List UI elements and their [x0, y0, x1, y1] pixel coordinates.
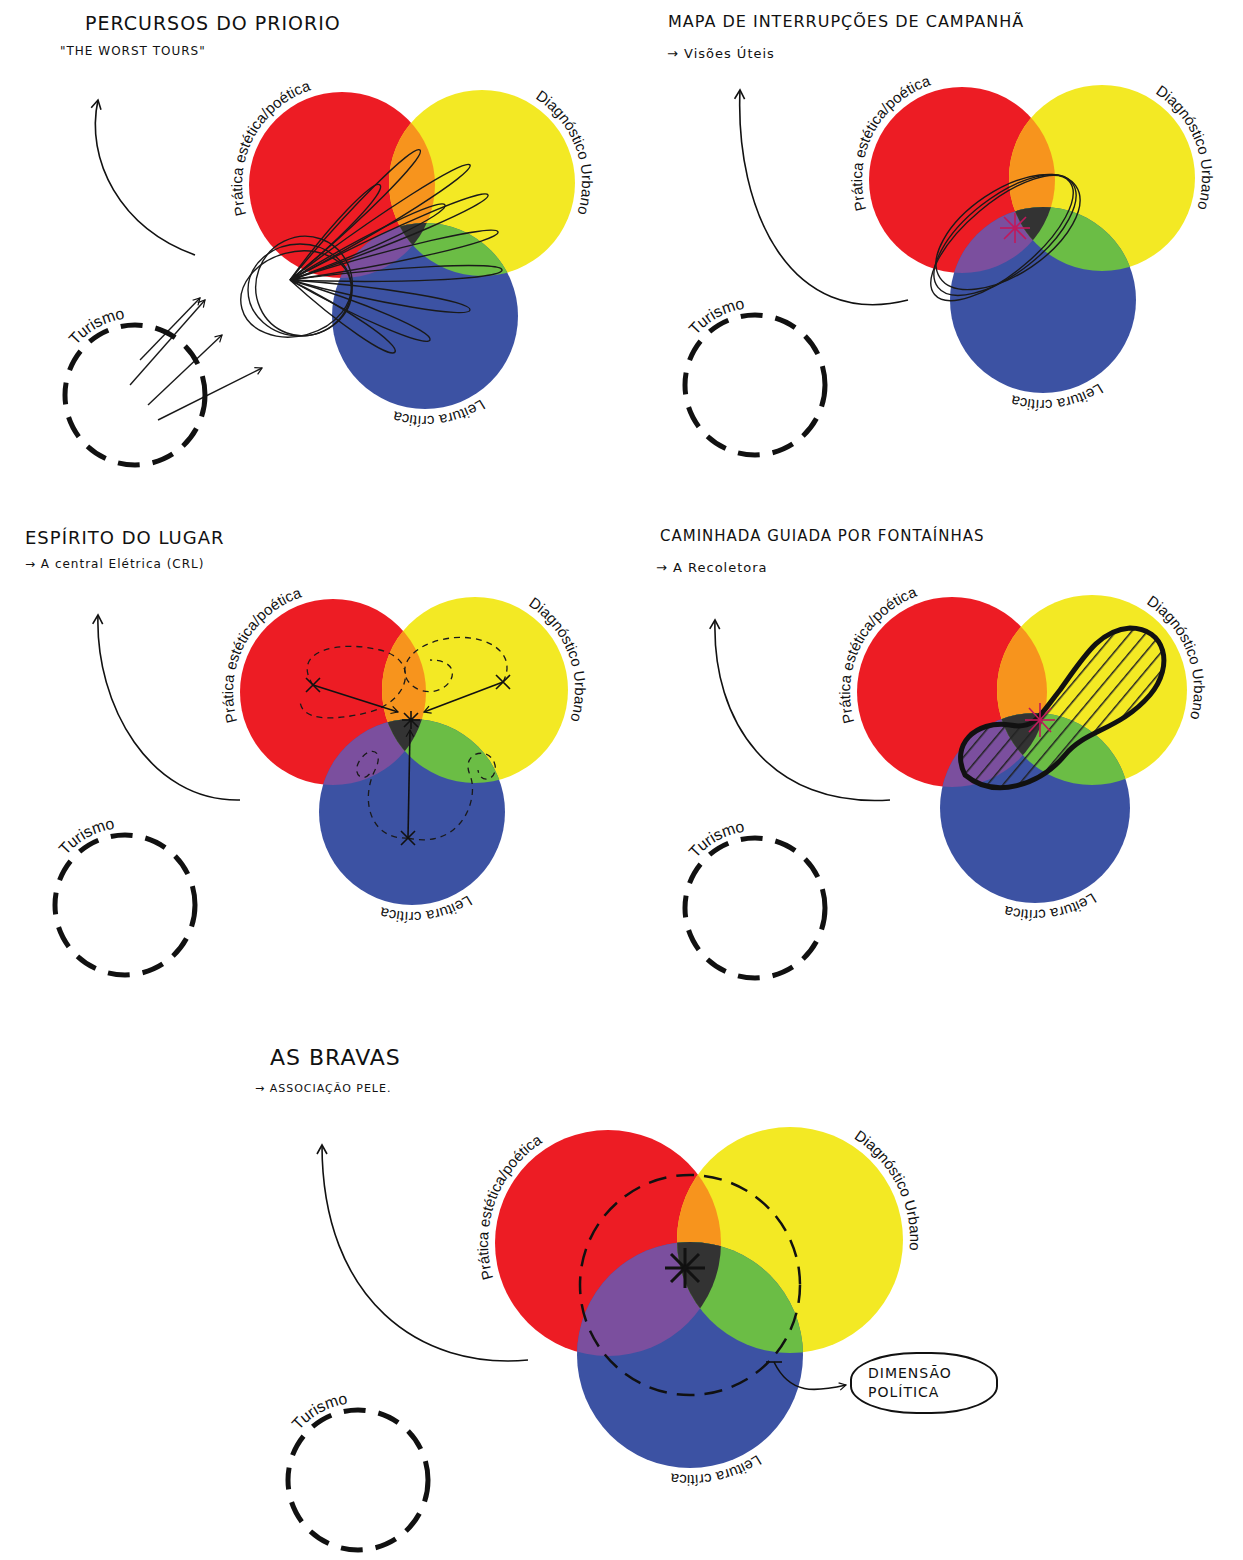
circle-label: Turismo: [56, 815, 116, 858]
node-outline: Turismo: [651, 804, 859, 1012]
circle-label: Prática estética/poética: [219, 583, 304, 724]
circle-label: Turismo: [686, 818, 746, 861]
node-outline: Turismo: [21, 801, 229, 1009]
node-outline: Leitura crítica: [906, 679, 1164, 937]
venn-circle: Leitura crítica: [285, 685, 539, 939]
circle-label: Turismo: [289, 1390, 349, 1433]
callout-bubble: DIMENSÃO POLÍTICA: [850, 1352, 998, 1414]
venn: [240, 597, 568, 905]
circle-label: Leitura crítica: [390, 396, 488, 430]
panel-title: PERCURSOS DO PRIORIO: [85, 12, 341, 34]
circle-label: Turismo: [66, 305, 126, 348]
panel-subtitle: → A central Elétrica (CRL): [25, 557, 204, 571]
node-outline: Leitura crítica: [285, 685, 539, 939]
node-outline: Leitura crítica: [298, 189, 552, 443]
venn-circle: Diagnóstico Urbano: [355, 56, 609, 310]
panel-subtitle: → ASSOCIAÇÃO PELE.: [255, 1082, 391, 1095]
venn-circle: Prática estética/poética: [835, 53, 1089, 307]
panel-title: AS BRAVAS: [270, 1045, 401, 1070]
tourism-circle: Turismo: [651, 804, 859, 1012]
venn-circle: Diagnóstico Urbano: [643, 1093, 937, 1387]
node-outline: Leitura crítica: [543, 1208, 837, 1502]
venn-circle: Prática estética/poética: [215, 58, 469, 312]
convergence-arrow: [306, 675, 510, 845]
venn-overlap: [319, 719, 505, 905]
venn-circle: Leitura crítica: [543, 1208, 837, 1502]
node-outline: Turismo: [651, 281, 859, 489]
dashed-circle: [55, 835, 195, 975]
venn: [869, 85, 1195, 393]
panel-subtitle: → Visões Úteis: [667, 46, 775, 61]
venn-circle: Diagnóstico Urbano: [975, 51, 1229, 305]
node-outline: Prática estética/poética: [461, 1096, 755, 1390]
panel-subtitle: → A Recoletora: [656, 560, 768, 575]
venn-overlap: [332, 223, 518, 409]
asterisk: [1000, 213, 1030, 243]
panel-title: ESPÍRITO DO LUGAR: [25, 527, 225, 548]
node-outline: Prática estética/poética: [206, 565, 460, 819]
venn: [495, 1127, 903, 1468]
circle-label: Prática estética/poética: [474, 1130, 545, 1282]
panel-subtitle: "THE WORST TOURS": [60, 44, 206, 58]
venn-circle: Leitura crítica: [906, 679, 1164, 937]
dashed-circle: [685, 838, 825, 978]
node-outline: Diagnóstico Urbano: [643, 1093, 937, 1387]
dashed-circle: [685, 315, 825, 455]
node-outline: Diagnóstico Urbano: [348, 563, 602, 817]
venn: [857, 595, 1187, 903]
dashed-circle: [288, 1410, 428, 1550]
venn-circle: Leitura crítica: [298, 189, 552, 443]
circle-label: Turismo: [686, 295, 746, 338]
venn-circle: Prática estética/poética: [206, 565, 460, 819]
panel-title: CAMINHADA GUIADA POR FONTAÍNHAS: [660, 527, 984, 545]
dashed-path: [300, 637, 507, 839]
footprint: [961, 628, 1164, 788]
circle-label: Diagnóstico Urbano: [1144, 592, 1208, 722]
circle-label: Diagnóstico Urbano: [852, 1127, 924, 1252]
circle-label: Leitura crítica: [1002, 890, 1100, 924]
node-outline: Diagnóstico Urbano: [975, 51, 1229, 305]
node-outline: Turismo: [31, 291, 239, 499]
tourism-circle: Turismo: [254, 1376, 462, 1560]
node-outline: Diagnóstico Urbano: [355, 56, 609, 310]
node-outline: Prática estética/poética: [823, 563, 1081, 821]
venn-circle: Diagnóstico Urbano: [963, 561, 1221, 819]
route-outline: [912, 151, 1099, 321]
venn-overlap: [577, 1242, 803, 1468]
circle-label: Diagnóstico Urbano: [1153, 82, 1216, 213]
scribble: [130, 150, 502, 420]
circle-label: Prática estética/poética: [228, 76, 313, 217]
dashed-boundary: [580, 1175, 800, 1395]
circle-label: Diagnóstico Urbano: [533, 87, 596, 218]
node-outline: Diagnóstico Urbano: [963, 561, 1221, 819]
node-outline: Prática estética/poética: [215, 58, 469, 312]
circle-label: Leitura crítica: [1008, 380, 1106, 414]
node-outline: Leitura crítica: [916, 173, 1170, 427]
venn-circle: Prática estética/poética: [461, 1096, 755, 1390]
title-arrow: [95, 90, 908, 1361]
node-outline: Turismo: [254, 1376, 462, 1560]
node-outline: Prática estética/poética: [835, 53, 1089, 307]
panel-title: MAPA DE INTERRUPÇÕES DE CAMPANHÃ: [668, 12, 1024, 31]
venn-overlap: [950, 207, 1136, 393]
tourism-circle: Turismo: [651, 281, 859, 489]
venn-circle: Prática estética/poética: [823, 563, 1081, 821]
dashed-circle: [65, 325, 205, 465]
circle-label: Diagnóstico Urbano: [526, 594, 589, 725]
tourism-circle: Turismo: [21, 801, 229, 1009]
callout-text: DIMENSÃO POLÍTICA: [868, 1365, 952, 1400]
circle-label: Leitura crítica: [377, 892, 475, 926]
venn-circle: Leitura crítica: [916, 173, 1170, 427]
leader-line: [766, 1362, 846, 1390]
circle-label: Leitura crítica: [669, 1452, 765, 1489]
circle-label: Prática estética/poética: [848, 71, 933, 212]
venn: [249, 90, 575, 409]
venn-circle: Diagnóstico Urbano: [348, 563, 602, 817]
tourism-circle: Turismo: [31, 291, 239, 499]
circle-label: Prática estética/poética: [836, 583, 919, 726]
asterisk: [1025, 703, 1055, 737]
asterisk: [665, 1248, 705, 1288]
